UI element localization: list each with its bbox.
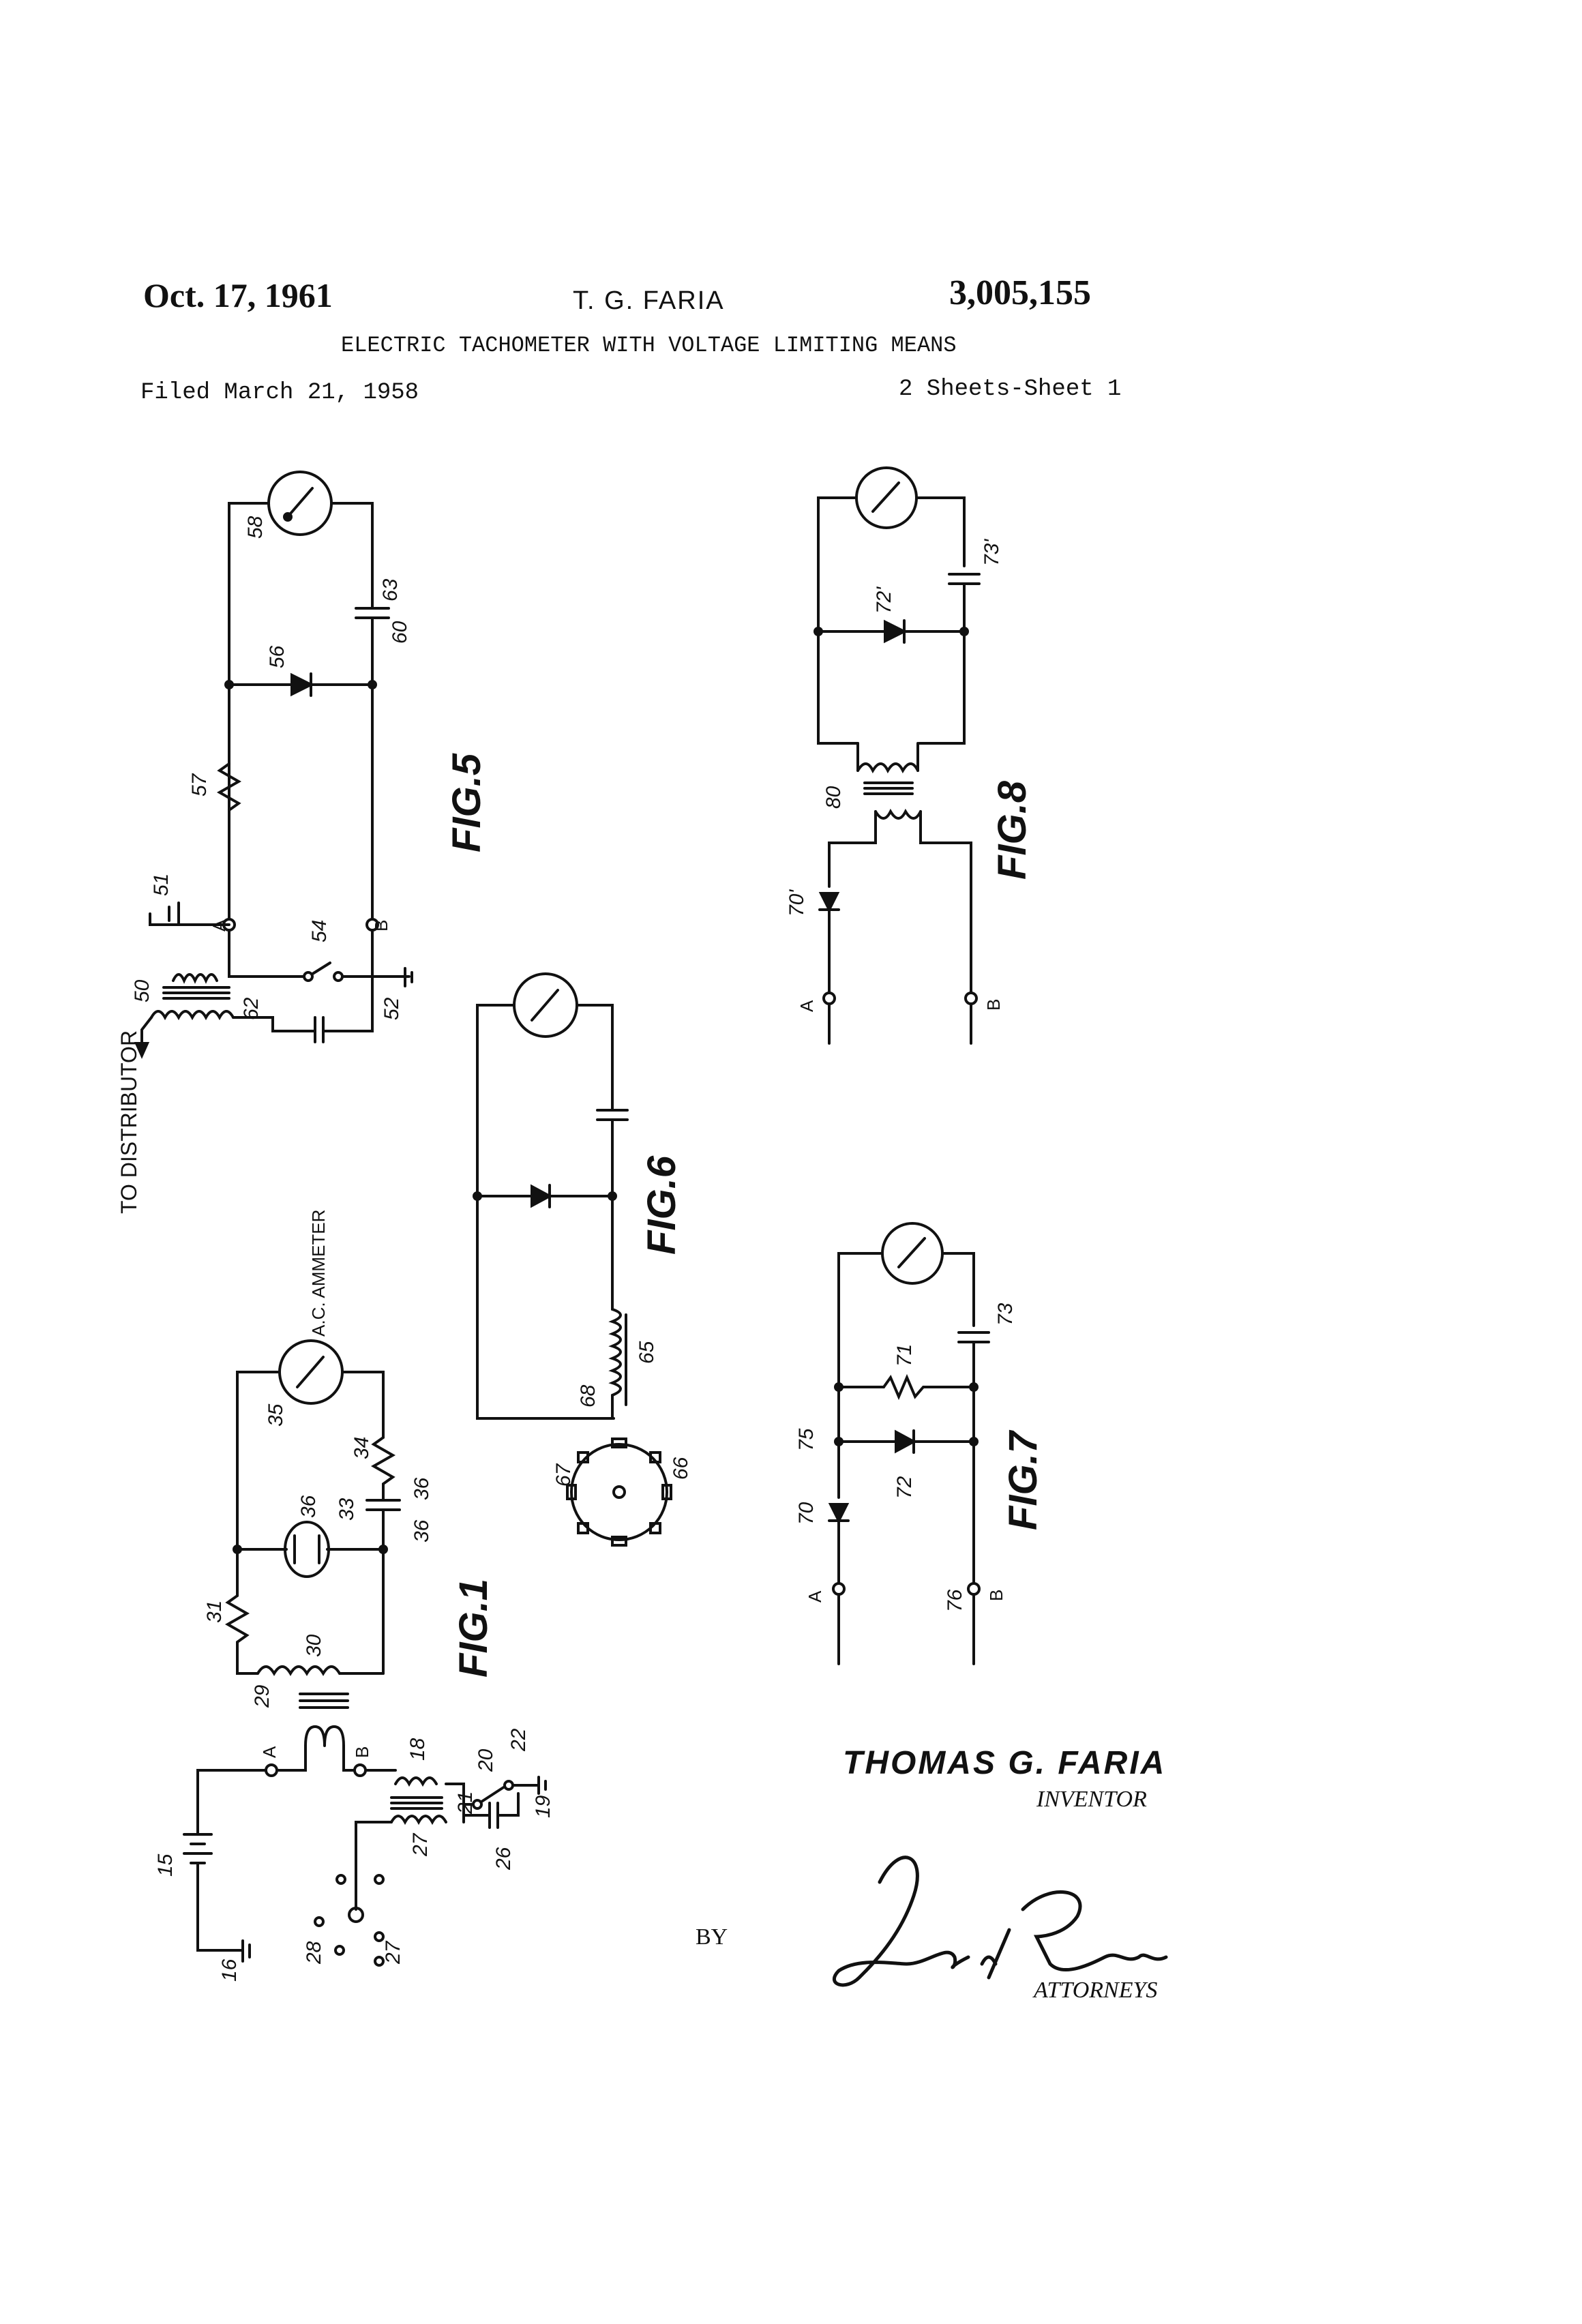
- ref-20: 20: [475, 1748, 497, 1772]
- ref-58: 58: [244, 516, 267, 539]
- ref-72-prime: 72': [873, 586, 895, 614]
- ref-62: 62: [240, 997, 263, 1020]
- figure-1-circuit: [183, 1339, 547, 1967]
- ref-26: 27: [382, 1940, 404, 1965]
- ref-36: 36: [411, 1519, 433, 1543]
- fig7-label: FIG.7: [1001, 1429, 1045, 1530]
- ref-15: 15: [154, 1853, 177, 1877]
- ref-73: 73: [994, 1302, 1017, 1326]
- ref-65: 65: [636, 1341, 658, 1364]
- fig5-label: FIG.5: [445, 753, 489, 852]
- ref-34: 36: [297, 1495, 320, 1518]
- figure-5-circuit: [134, 471, 413, 1059]
- ref-29: 30: [303, 1634, 325, 1657]
- ref-51: 51: [150, 874, 173, 896]
- figure-7-circuit: [828, 1222, 990, 1665]
- ref-33: 35: [265, 1403, 287, 1427]
- figure-8-circuit: [814, 466, 981, 1045]
- fig8-label: FIG.8: [990, 780, 1034, 880]
- ref-76: 76: [944, 1589, 966, 1612]
- ref-18: 18: [406, 1738, 429, 1761]
- ref-63: 63: [379, 578, 402, 601]
- ref-28: 29: [251, 1684, 273, 1708]
- attorneys-label: ATTORNEYS: [1034, 1978, 1158, 2003]
- ref-30: 31: [203, 1600, 226, 1623]
- by-label: BY: [696, 1924, 728, 1950]
- ref-70-prime: 70': [786, 889, 808, 917]
- terminal-b-label: B: [986, 1590, 1006, 1601]
- ref-35: 36: [411, 1477, 433, 1500]
- patent-number: 3,005,155: [949, 273, 1091, 312]
- ac-ammeter-label: A.C. AMMETER: [308, 1210, 329, 1337]
- terminal-a-label: A: [796, 1000, 817, 1012]
- ref-75: 75: [795, 1428, 818, 1451]
- ref-24: 27: [409, 1832, 432, 1857]
- terminal-b-label: B: [352, 1746, 372, 1758]
- terminal-b-label: B: [371, 920, 391, 932]
- ref-70: 70: [795, 1502, 818, 1525]
- ref-52: 52: [380, 997, 403, 1020]
- ref-19: 19: [532, 1795, 554, 1818]
- ref-16: 16: [218, 1958, 241, 1982]
- ref-71: 71: [893, 1344, 916, 1367]
- to-distributor-label: TO DISTRIBUTOR: [117, 1030, 141, 1214]
- ref-21: 21: [454, 1791, 477, 1815]
- ref-27: 28: [303, 1941, 325, 1965]
- ref-68: 68: [577, 1384, 599, 1407]
- ref-31: 33: [335, 1498, 358, 1521]
- patent-date: Oct. 17, 1961: [143, 276, 333, 314]
- filing-date: Filed March 21, 1958: [140, 380, 419, 406]
- figure-6-circuit: [473, 972, 672, 1547]
- ref-54: 54: [308, 920, 331, 942]
- fig1-label: FIG.1: [451, 1579, 496, 1678]
- terminal-b-label: B: [983, 999, 1004, 1011]
- inventor-role: INVENTOR: [1036, 1787, 1147, 1812]
- ref-23: 26: [492, 1847, 515, 1871]
- sheet-count: 2 Sheets-Sheet 1: [899, 376, 1122, 402]
- ref-56: 56: [266, 645, 288, 668]
- fig6-label: FIG.6: [640, 1155, 684, 1255]
- ref-50: 50: [131, 979, 153, 1002]
- terminal-a-label: A: [259, 1746, 280, 1758]
- ref-66: 66: [670, 1457, 692, 1480]
- ref-80: 80: [822, 786, 845, 809]
- ref-67: 67: [552, 1463, 575, 1487]
- attorney-signature-graphic: [833, 1856, 1168, 1987]
- inventor-name: THOMAS G. FARIA: [843, 1745, 1167, 1781]
- ref-72: 72: [893, 1476, 916, 1499]
- patent-title: ELECTRIC TACHOMETER WITH VOLTAGE LIMITIN…: [341, 333, 957, 358]
- terminal-a-label: A: [209, 919, 229, 932]
- ref-22: 22: [507, 1728, 530, 1752]
- ref-73-prime: 73': [981, 539, 1003, 566]
- inventor-header: T. G. FARIA: [573, 286, 725, 315]
- ref-32: 34: [350, 1437, 373, 1459]
- terminal-a-label: A: [805, 1590, 825, 1603]
- ref-60: 60: [389, 621, 411, 644]
- ref-57: 57: [188, 773, 211, 796]
